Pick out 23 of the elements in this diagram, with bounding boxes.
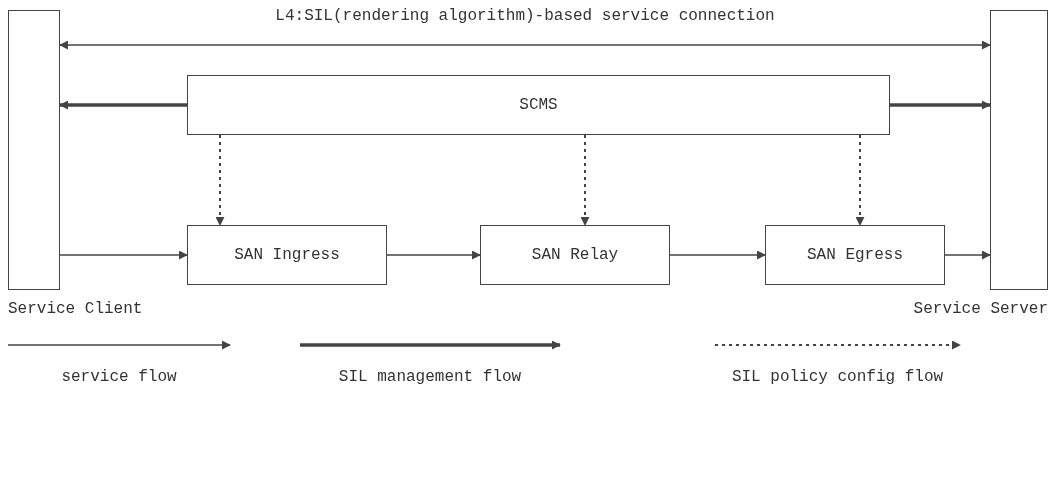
box-label: SCMS	[519, 96, 558, 114]
arrow	[386, 250, 481, 260]
arrow	[580, 134, 590, 226]
arrow	[59, 250, 188, 260]
box-label: SAN Ingress	[234, 246, 340, 264]
arrow	[59, 100, 187, 110]
arrow	[215, 134, 225, 226]
process-box	[480, 225, 670, 285]
process-box	[765, 225, 945, 285]
box-label: SAN Relay	[531, 246, 619, 264]
legend-label: SIL policy config flow	[731, 368, 944, 386]
process-box	[187, 75, 890, 135]
arrow	[944, 250, 991, 260]
arrow	[669, 250, 766, 260]
endpoint-label: Service Client	[8, 300, 143, 318]
arrow	[59, 40, 991, 50]
legend-label: service flow	[61, 368, 177, 386]
box-label: SAN Egress	[807, 246, 903, 264]
arrow	[890, 100, 991, 110]
arrow	[855, 134, 865, 226]
endpoint-label: Service Server	[913, 300, 1048, 318]
process-box	[187, 225, 387, 285]
legend-label: SIL management flow	[338, 368, 522, 386]
